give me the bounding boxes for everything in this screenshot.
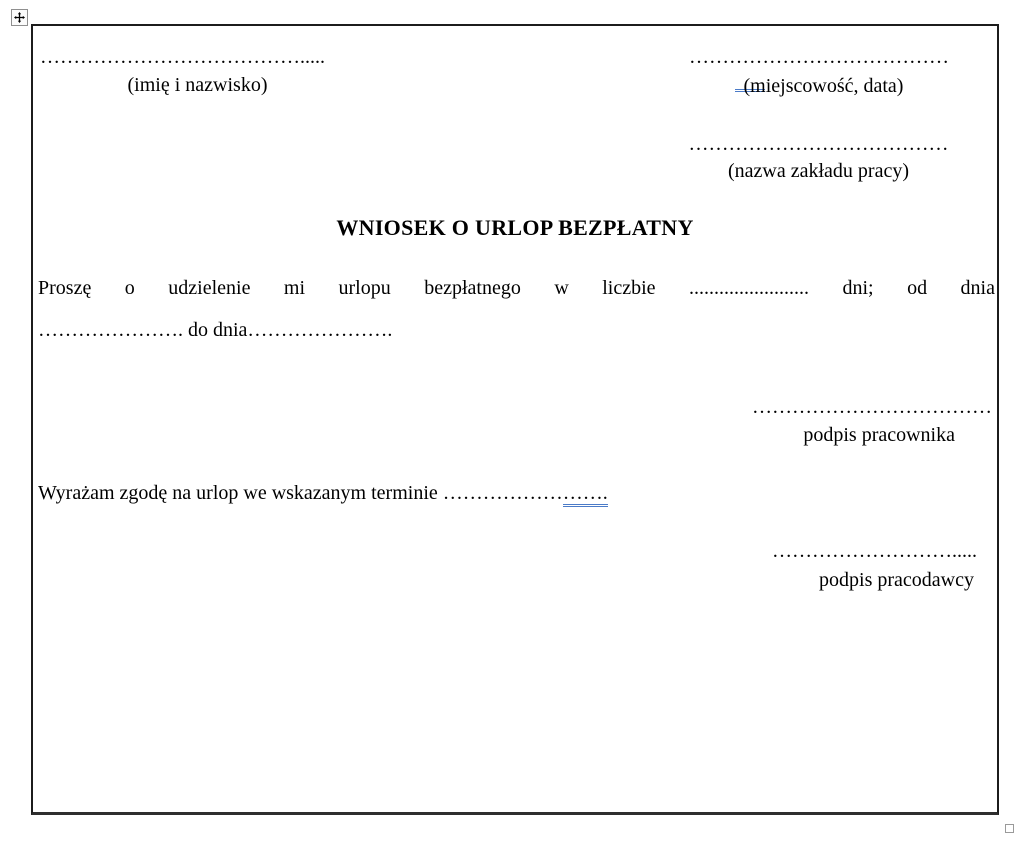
workplace-dots-line: ………………………………… — [688, 133, 949, 155]
place-date-dots-line: ………………………………… — [689, 46, 949, 68]
grammar-underline-icon — [734, 72, 765, 92]
form-title: WNIOSEK O URLOP BEZPŁATNY — [336, 215, 694, 240]
request-paragraph-line2: …………………. do dnia…………………. — [38, 319, 393, 341]
name-label: (imię i nazwisko) — [127, 74, 268, 96]
place-date-label: (miejscowość, data) — [743, 75, 904, 97]
employer-signature-dots: ………………………..... — [772, 540, 977, 562]
consent-dots-underlined: ……. — [562, 482, 608, 507]
table-move-handle[interactable] — [11, 9, 28, 26]
employee-signature-dots: ……………………………… — [752, 396, 992, 418]
consent-text: Wyrażam zgodę na urlop we wskazanym term… — [38, 482, 443, 504]
move-cross-icon — [14, 12, 25, 23]
name-dots-line: …………………………………..... — [40, 46, 325, 68]
consent-dots-plain: ……………… — [442, 482, 563, 504]
workplace-label: (nazwa zakładu pracy) — [728, 160, 909, 182]
table-border — [31, 24, 999, 815]
consent-line: Wyrażam zgodę na urlop we wskazanym term… — [38, 480, 608, 507]
table-resize-handle[interactable] — [1005, 824, 1014, 833]
employer-signature-label: podpis pracodawcy — [819, 569, 974, 591]
employee-signature-label: podpis pracownika — [803, 424, 955, 446]
place-date-label-row: (miejscowość, data) — [663, 72, 975, 99]
request-paragraph-line1: Proszę o udzielenie mi urlopu bezpłatneg… — [38, 277, 995, 299]
